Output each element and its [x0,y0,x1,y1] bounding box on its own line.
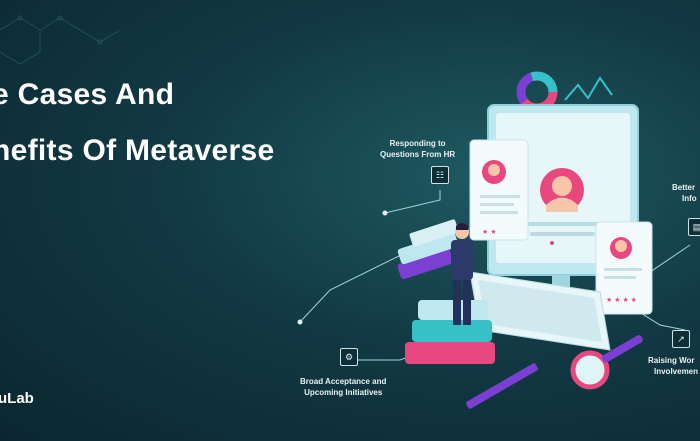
connector-dot [297,319,303,325]
keyboard [469,271,611,351]
label-line: Questions From HR [380,150,456,159]
gears-icon: ⚙ [340,348,358,366]
magnifier-decor [570,335,643,390]
page-title-line-1: e Cases And [0,78,175,111]
label-line: Broad Acceptance and [300,377,387,386]
page-title-line-2: nefits Of Metaverse [0,134,275,167]
label-line: Raising Wor [648,356,695,365]
label-raising-involvement: Raising Wor Involvemen [648,355,698,377]
donut-chart-decor [516,71,558,113]
label-line: Responding to [389,139,446,148]
document-icon: ▤ [688,218,700,236]
svg-text:★ ★: ★ ★ [482,228,497,236]
line-chart-decor [564,76,613,101]
network-pattern-decor [0,15,121,65]
profile-card-left: ★ ★ [469,139,529,241]
label-better-info: Better Info [672,182,697,204]
label-line: Better [672,183,696,192]
growth-chart-icon: ↗ [672,330,690,348]
pencil-decor [466,363,538,409]
team-chat-icon: ☷ [431,166,449,184]
book-stack-bottom [405,300,495,364]
label-line: Info [682,194,697,203]
profile-card-right: ★ ★ ★ ★ [595,221,653,315]
brand-logo-text: uLab [0,390,34,407]
businessman-figure [451,223,473,325]
label-broad-acceptance: Broad Acceptance and Upcoming Initiative… [300,376,386,398]
svg-text:★ ★ ★ ★: ★ ★ ★ ★ [606,296,637,304]
label-responding-hr: Responding to Questions From HR [380,138,455,160]
connector-dot [382,210,388,216]
label-line: Upcoming Initiatives [304,388,383,397]
label-line: Involvemen [654,367,699,376]
book-stack-top [397,219,459,280]
